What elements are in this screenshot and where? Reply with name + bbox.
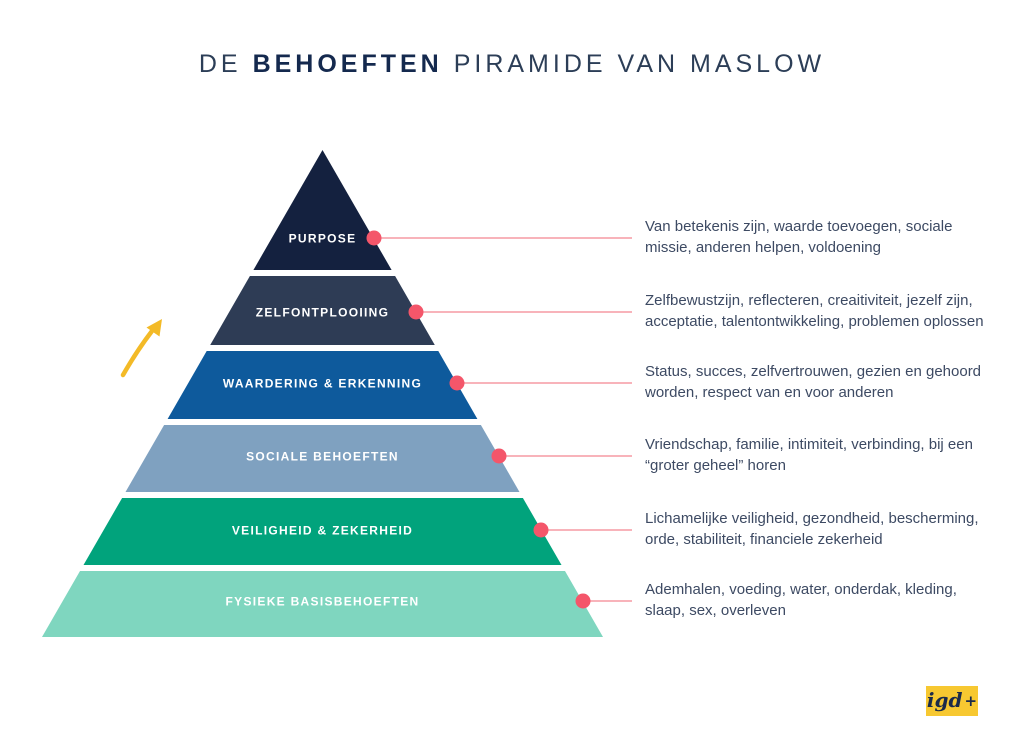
description-fysieke: Ademhalen, voeding, water, onderdak, kle… bbox=[645, 579, 1023, 622]
description-line: Vriendschap, familie, intimiteit, verbin… bbox=[645, 436, 973, 453]
logo-plus-icon: + bbox=[964, 691, 978, 710]
description-line: slaap, sex, overleven bbox=[645, 602, 786, 620]
level-label-waardering: WAARDERING & ERKENNING bbox=[223, 377, 422, 391]
level-label-sociale: SOCIALE BEHOEFTEN bbox=[246, 450, 399, 464]
pyramid-level-fysieke[interactable] bbox=[42, 571, 603, 637]
connector-dot bbox=[533, 522, 549, 538]
description-line: Van betekenis zijn, waarde toevoegen, so… bbox=[645, 218, 953, 235]
connector-dot bbox=[366, 230, 382, 246]
description-line: Lichamelijke veiligheid, gezondheid, bes… bbox=[645, 510, 979, 527]
description-line: missie, anderen helpen, voldoening bbox=[645, 239, 881, 257]
pyramid-level-veiligheid[interactable] bbox=[83, 498, 562, 565]
description-line: Ademhalen, voeding, water, onderdak, kle… bbox=[645, 581, 957, 598]
title-part-regular: DE bbox=[198, 50, 242, 78]
connector-dot bbox=[408, 304, 424, 320]
pyramid-level-waardering[interactable] bbox=[167, 351, 478, 419]
connector-dot bbox=[491, 448, 507, 464]
upward-arrow-icon bbox=[120, 319, 162, 378]
description-line: “groter geheel” horen bbox=[645, 457, 786, 475]
description-veiligheid: Lichamelijke veiligheid, gezondheid, bes… bbox=[645, 508, 1023, 551]
pyramid-level-sociale[interactable] bbox=[125, 425, 520, 492]
description-waardering: Status, succes, zelfvertrouwen, gezien e… bbox=[645, 361, 1023, 404]
logo-text: igd bbox=[926, 688, 963, 712]
description-zelfontplooiing: Zelfbewustzijn, reflecteren, creaitivite… bbox=[645, 290, 1023, 333]
igd-logo: igd + bbox=[926, 686, 978, 716]
title-part-regular2: PIRAMIDE VAN MASLOW bbox=[453, 50, 826, 78]
level-label-purpose: PURPOSE bbox=[289, 232, 357, 246]
description-line: worden, respect van en voor anderen bbox=[645, 384, 894, 402]
description-sociale: Vriendschap, familie, intimiteit, verbin… bbox=[645, 434, 1023, 477]
connector-lines bbox=[374, 237, 632, 602]
description-purpose: Van betekenis zijn, waarde toevoegen, so… bbox=[645, 216, 1023, 259]
description-line: acceptatie, talentontwikkeling, probleme… bbox=[645, 313, 984, 331]
level-label-zelfontplooiing: ZELFONTPLOOIING bbox=[256, 306, 390, 320]
page-title: DE BEHOEFTEN PIRAMIDE VAN MASLOW bbox=[0, 50, 1024, 79]
pyramid-level-zelfontplooiing[interactable] bbox=[210, 276, 435, 345]
connector-dots bbox=[366, 230, 591, 609]
connector-dot bbox=[575, 593, 591, 609]
description-line: Status, succes, zelfvertrouwen, gezien e… bbox=[645, 363, 982, 380]
connector-dot bbox=[449, 375, 465, 391]
level-label-veiligheid: VEILIGHEID & ZEKERHEID bbox=[232, 524, 413, 538]
description-line: Zelfbewustzijn, reflecteren, creaitivite… bbox=[645, 292, 973, 309]
level-label-fysieke: FYSIEKE BASISBEHOEFTEN bbox=[226, 595, 420, 609]
title-part-bold: BEHOEFTEN bbox=[252, 50, 443, 78]
pyramid-level-purpose[interactable] bbox=[253, 150, 392, 270]
description-line: orde, stabiliteit, financiele zekerheid bbox=[645, 531, 883, 549]
